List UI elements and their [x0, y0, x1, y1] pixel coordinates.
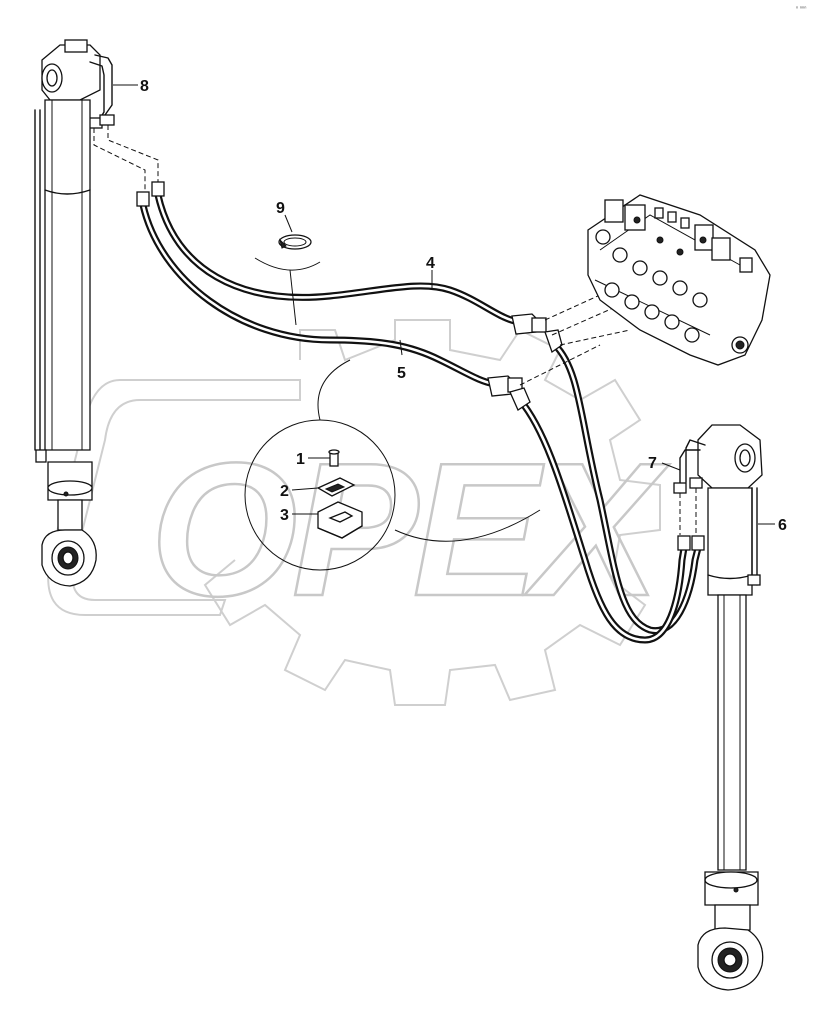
hose-right-pair: [509, 329, 705, 644]
hose-4-fitting-left: [151, 181, 165, 197]
callout-1: 1: [296, 451, 305, 468]
hose-clamp-9: [254, 234, 321, 326]
right-hydraulic-cylinder: [673, 424, 764, 991]
corner-mark: ⁿ ⁿⁿⁿ: [796, 5, 806, 12]
clamp-detail-view: [244, 359, 541, 571]
left-hydraulic-cylinder: [34, 39, 115, 587]
callout-7: 7: [648, 455, 657, 472]
left-connection-dashes: [93, 125, 159, 190]
callout-2: 2: [280, 483, 289, 500]
hose-5-fitting-left: [136, 191, 150, 207]
callout-3: 3: [280, 507, 289, 524]
callout-8: 8: [140, 78, 149, 95]
callout-5: 5: [397, 365, 406, 382]
hose-4: [151, 181, 547, 335]
callout-4: 4: [426, 255, 435, 272]
callout-9: 9: [276, 200, 285, 217]
callout-6: 6: [778, 517, 787, 534]
valve-connection-dashes: [519, 294, 631, 386]
hose-5: [136, 191, 523, 397]
callout-labels: 1 2 3 4 5 6 7 8 9: [140, 78, 787, 534]
control-valve-block: [587, 194, 771, 366]
callout-leaders: [113, 84, 775, 525]
